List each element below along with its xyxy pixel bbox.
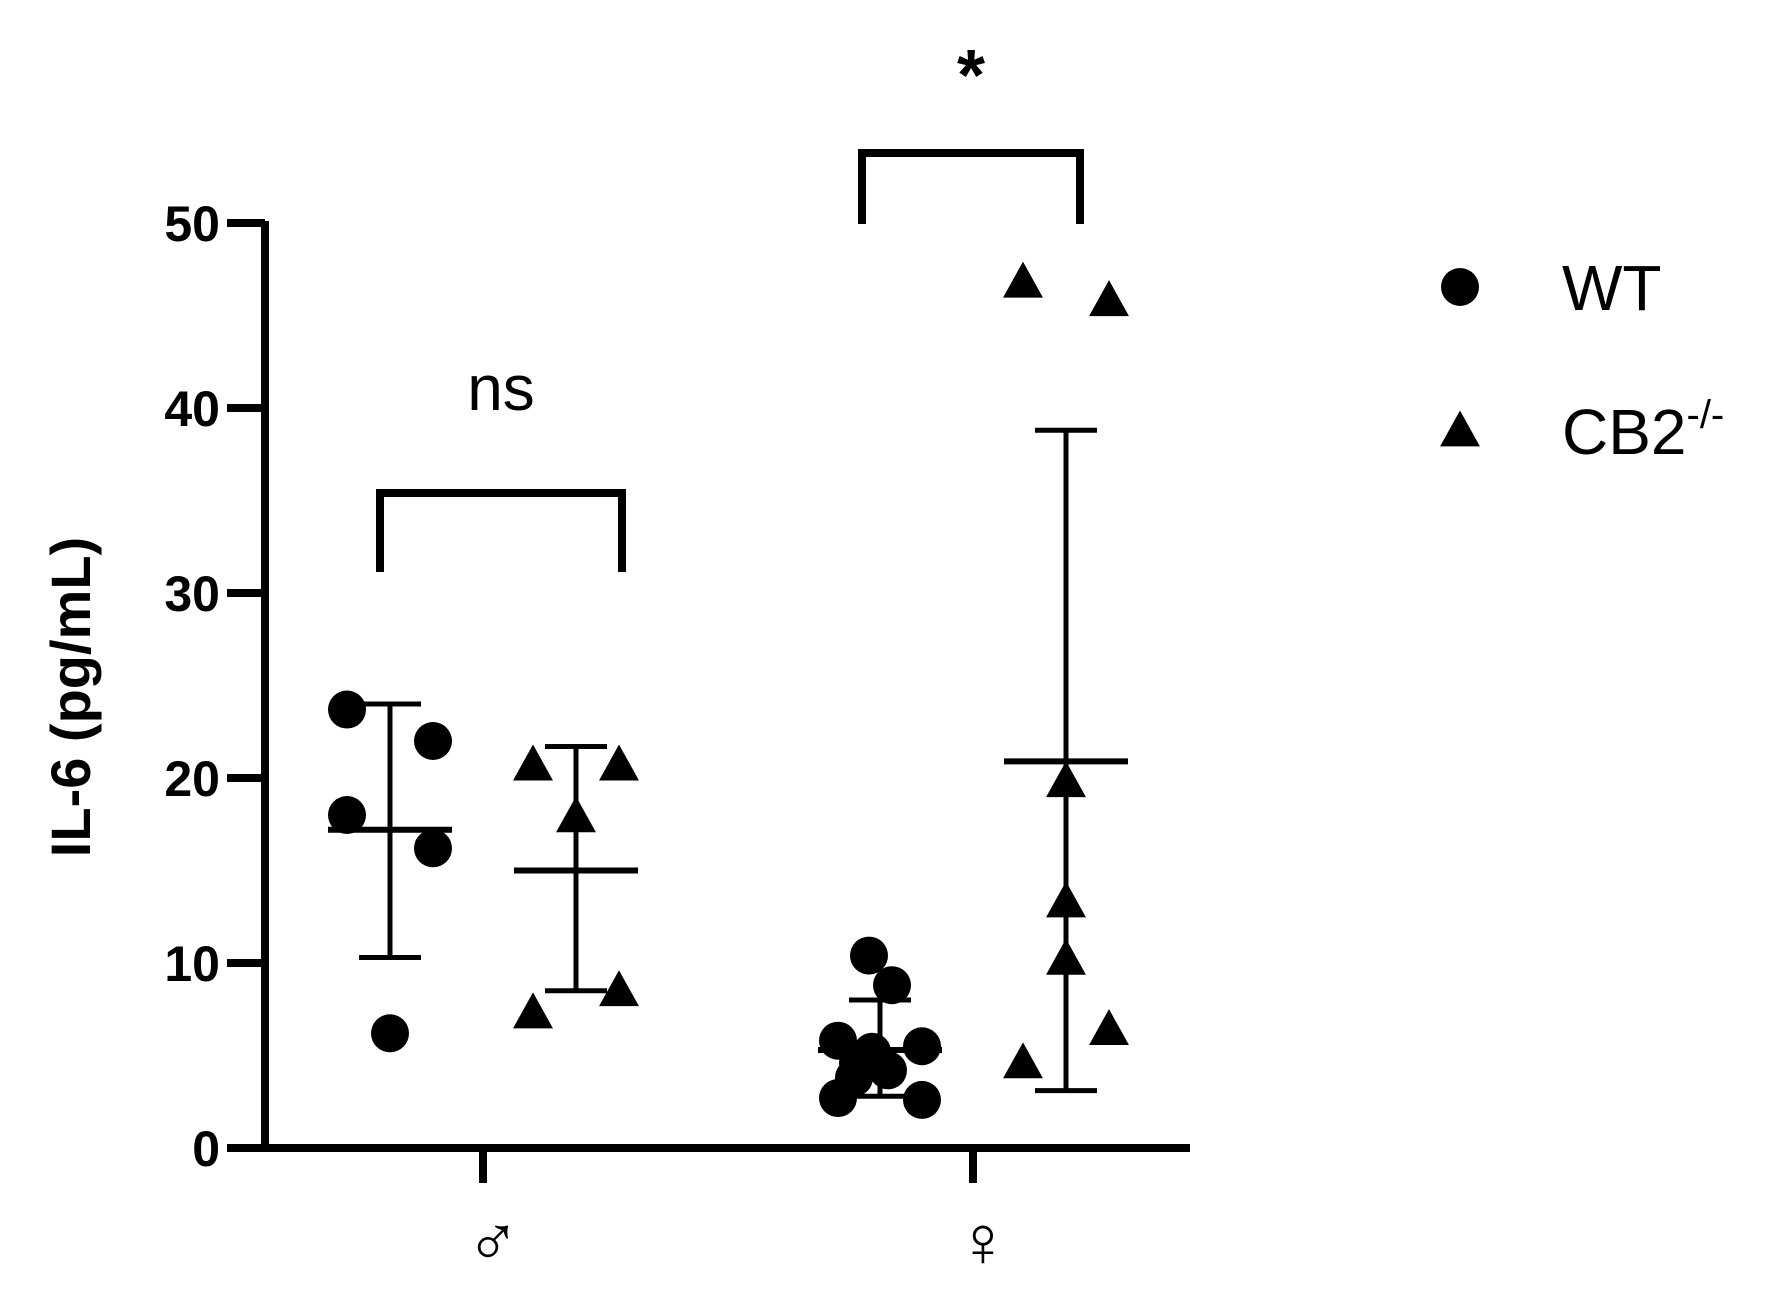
data-point bbox=[328, 690, 366, 729]
data-point bbox=[1046, 881, 1086, 918]
data-point bbox=[903, 1080, 941, 1119]
y-tick-label: 20 bbox=[164, 751, 220, 807]
significance-label: ns bbox=[467, 352, 535, 424]
data-point bbox=[414, 829, 452, 868]
y-axis-title: IL-6 (pg/mL) bbox=[39, 537, 102, 857]
data-point bbox=[1046, 761, 1086, 798]
axes: 0 10 20 30 40 50 ♂ ♀ bbox=[164, 196, 1190, 1282]
significance-bracket bbox=[376, 489, 626, 572]
significance-bracket bbox=[858, 149, 1084, 224]
data-points bbox=[328, 261, 1129, 1119]
legend-marker bbox=[1441, 268, 1479, 306]
x-tick-label: ♂ bbox=[466, 1202, 520, 1282]
data-point bbox=[873, 966, 911, 1005]
data-point bbox=[556, 796, 596, 833]
data-point bbox=[869, 1051, 907, 1090]
legend-label: CB2-/- bbox=[1562, 393, 1724, 468]
y-tick-label: 30 bbox=[164, 566, 220, 622]
data-point bbox=[850, 936, 888, 975]
data-point bbox=[513, 744, 553, 781]
legend-marker bbox=[1440, 410, 1480, 447]
data-point bbox=[328, 796, 366, 834]
error-bars bbox=[328, 427, 1128, 1099]
data-point bbox=[599, 744, 639, 781]
y-tick-label: 50 bbox=[164, 196, 220, 252]
legend: WT CB2-/- bbox=[1440, 252, 1724, 468]
data-point bbox=[819, 1079, 857, 1118]
legend-label-superscript: -/- bbox=[1687, 393, 1725, 437]
significance-label: * bbox=[957, 36, 985, 116]
data-point bbox=[371, 1014, 409, 1053]
data-point bbox=[599, 970, 639, 1007]
data-point bbox=[414, 722, 452, 760]
legend-label: WT bbox=[1562, 252, 1662, 324]
data-point bbox=[513, 992, 553, 1029]
y-tick-label: 40 bbox=[164, 381, 220, 437]
significance-brackets: ns * bbox=[376, 36, 1084, 572]
data-point bbox=[903, 1027, 941, 1066]
data-point bbox=[1003, 1042, 1043, 1079]
x-tick-label: ♀ bbox=[956, 1202, 1010, 1282]
data-point bbox=[1089, 280, 1129, 317]
y-tick-label: 0 bbox=[192, 1121, 220, 1177]
data-point bbox=[1003, 261, 1043, 298]
data-point bbox=[1089, 1009, 1129, 1045]
y-tick-label: 10 bbox=[164, 936, 220, 992]
data-point bbox=[1046, 938, 1086, 975]
